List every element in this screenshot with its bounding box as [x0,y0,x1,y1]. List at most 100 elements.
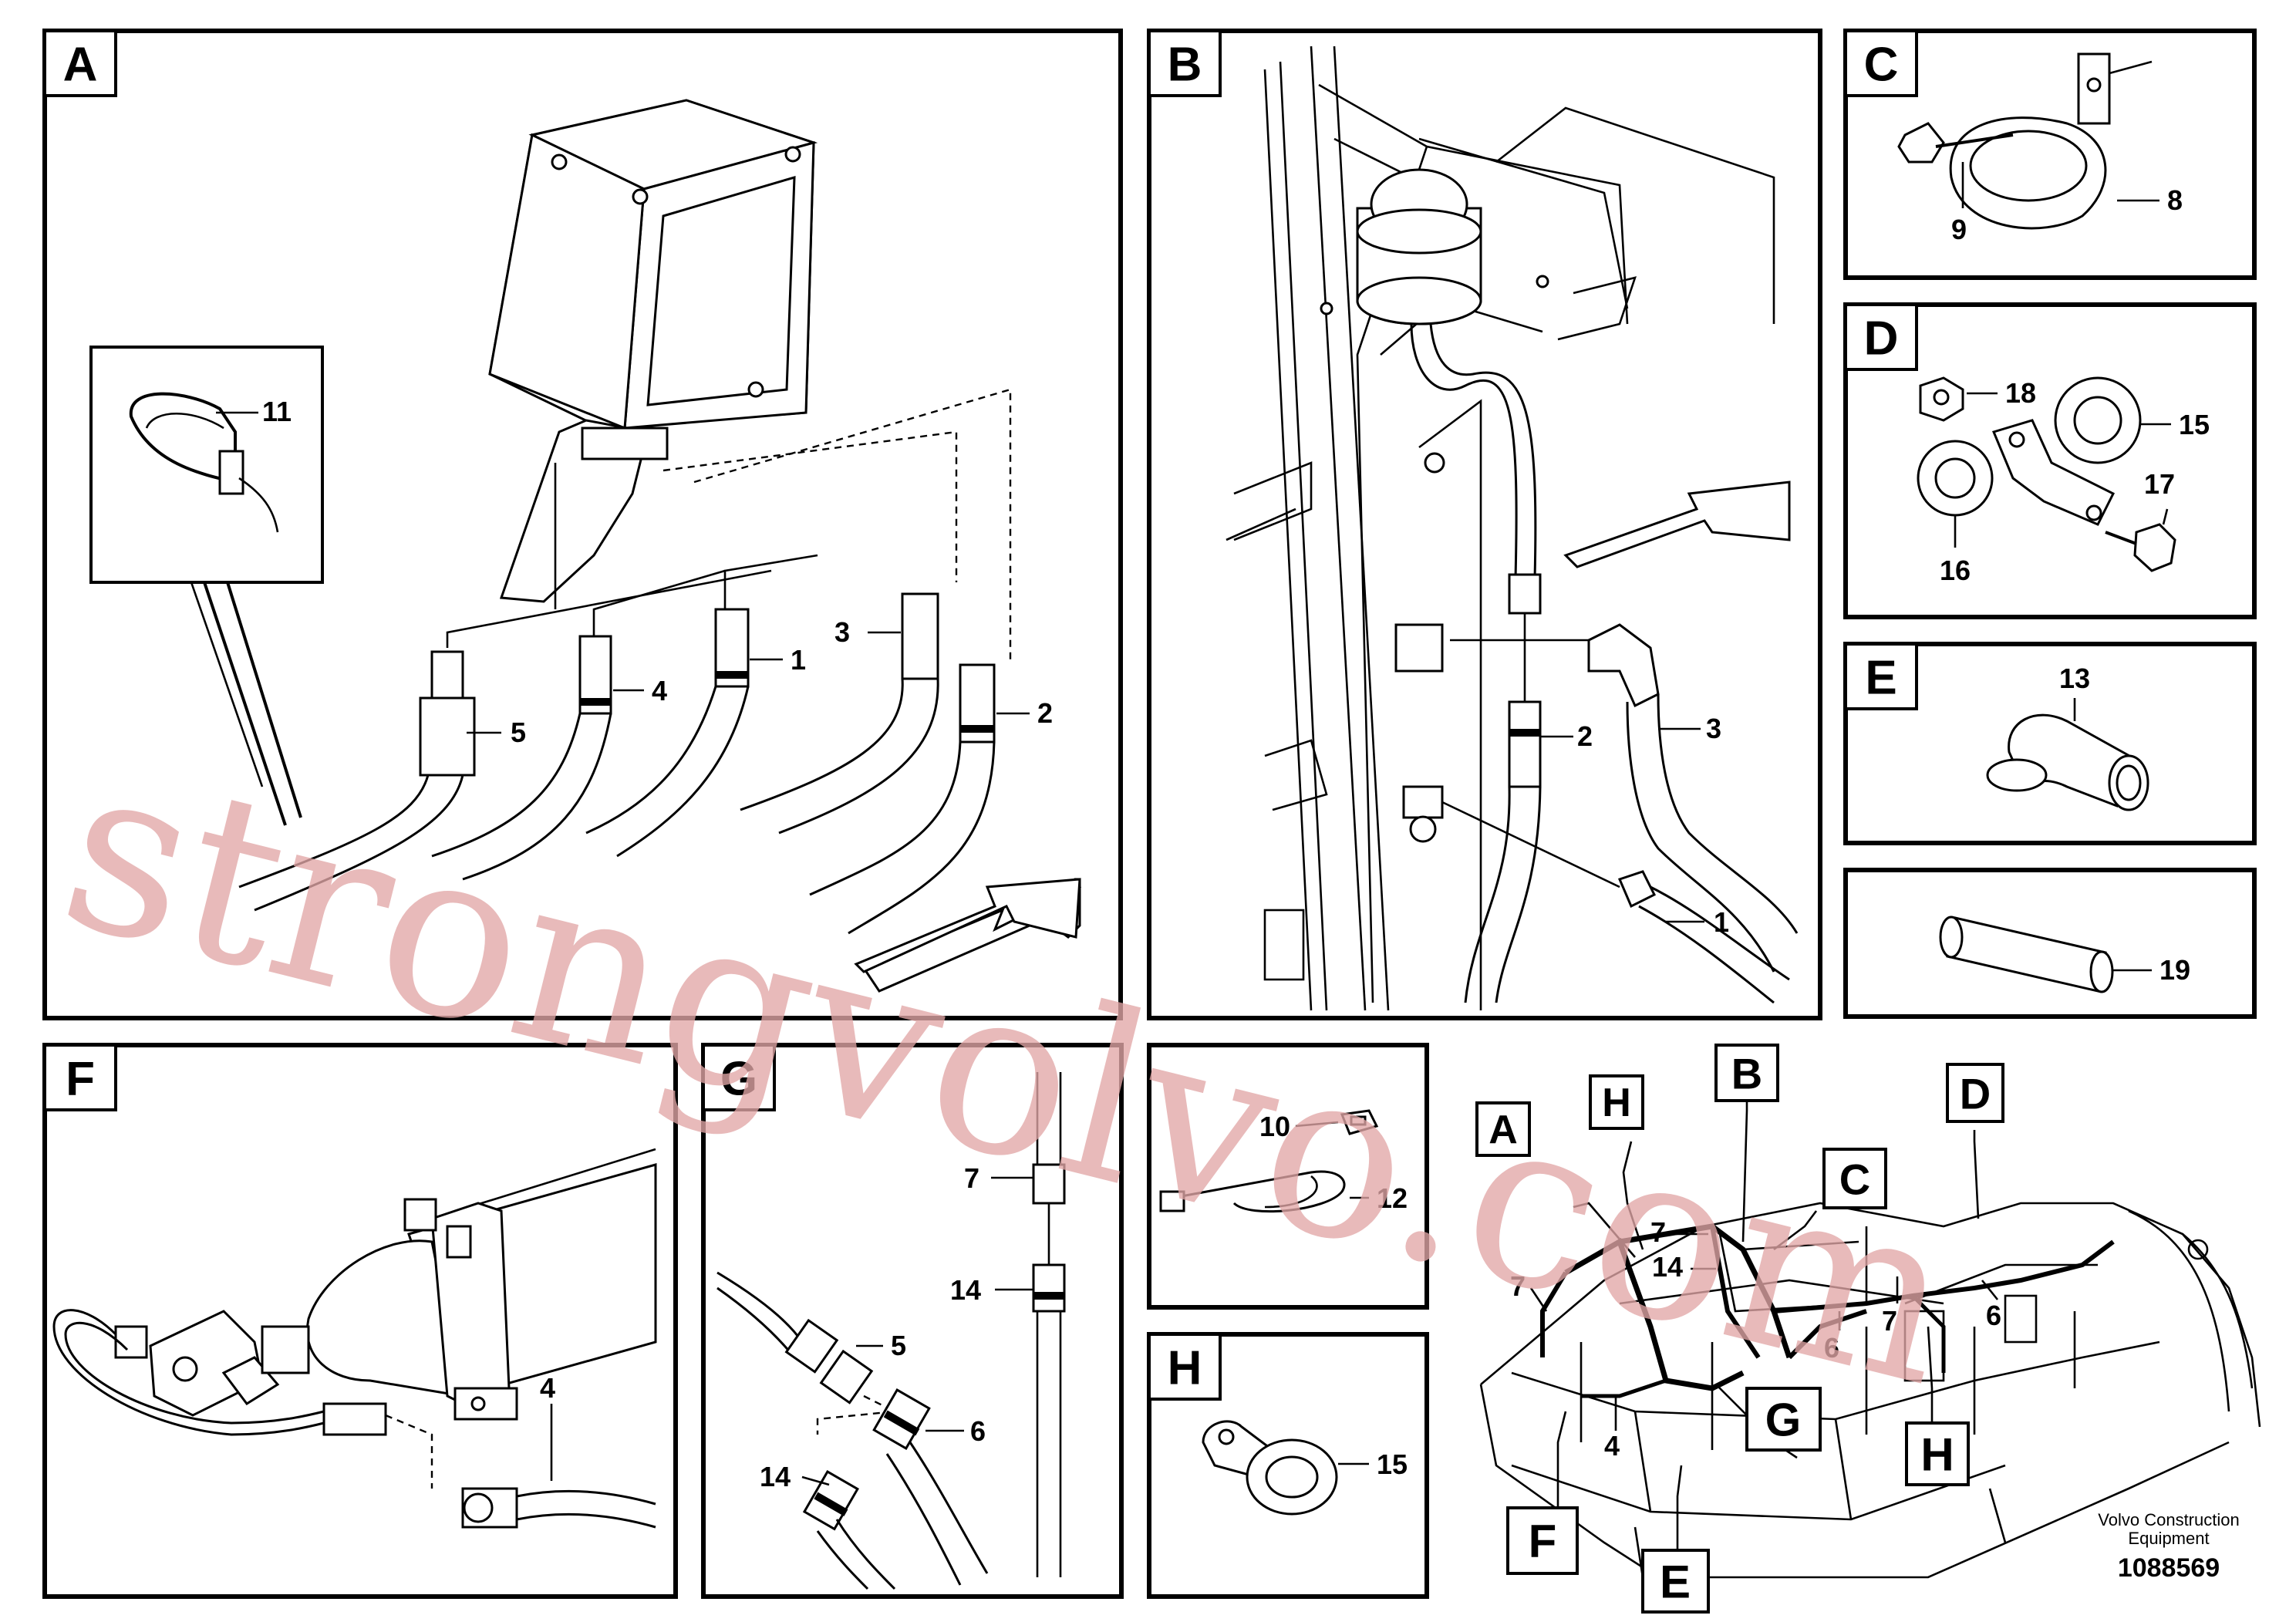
panel-a: A [42,29,1123,1020]
marker-c: C [1822,1148,1887,1209]
marker-f: F [1506,1506,1579,1575]
callout-a-2: 2 [1037,697,1053,729]
clamp-15 [2054,376,2142,464]
callout-d-18: 18 [2005,377,2036,409]
svg-text:D: D [1960,1070,1991,1118]
callout-d-16: 16 [1940,555,1971,586]
callout-ov-7-a: 7 [1650,1216,1666,1248]
marker-d: D [1946,1063,2004,1123]
panel-a-tag [43,29,117,97]
callout-g-7: 7 [964,1162,979,1194]
connector-1 [714,608,750,688]
connector-3 [901,592,939,680]
panel-g: G 7 14 5 6 14 [701,1043,1124,1599]
callout-g-14-bottom: 14 [760,1461,791,1492]
svg-text:F: F [1529,1516,1557,1567]
panel-e-label: E [1865,652,1896,705]
callout-a-11: 11 [262,396,292,427]
nut-18 [1919,376,1964,422]
marker-e: E [1641,1549,1710,1614]
panel-h: H 15 [1147,1332,1429,1599]
panel-b-label: B [1168,39,1202,92]
callout-10: 10 [1259,1111,1290,1142]
credit-line-2: Equipment [2128,1529,2209,1548]
credit-line-1: Volvo Construction [2098,1510,2239,1529]
sleeve-19 [1939,916,2114,993]
callout-c-9: 9 [1951,214,1967,245]
panel-h-tag [1148,1333,1222,1401]
marker-a: A [1475,1101,1531,1157]
callout-f-4: 4 [540,1372,555,1404]
callout-19: 19 [2159,954,2190,986]
tie-mount-10 [1340,1109,1379,1135]
frame-connector [1394,623,1620,889]
callout-d-15: 15 [2179,409,2210,440]
connector-b-1 [1617,870,1790,1004]
panel-sleeve-19: 19 [1843,868,2257,1019]
panel-e-tag [1844,642,1918,710]
control-unit [488,99,818,603]
connector-4 [578,635,612,715]
svg-text:A: A [1489,1108,1518,1152]
callout-ov-4: 4 [1604,1430,1620,1462]
callout-c-8: 8 [2167,184,2183,216]
panel-a-label: A [63,39,98,92]
callout-ov-14: 14 [1652,1251,1683,1283]
callout-ov-6-a: 6 [1824,1332,1839,1364]
panel-h-label: H [1168,1342,1202,1395]
callout-b-2: 2 [1577,720,1593,752]
elbow-cap-13 [1986,713,2149,811]
panel-g-tag [702,1044,776,1111]
callout-b-3: 3 [1706,713,1721,744]
panel-f-tag [43,1044,117,1111]
panel-f-label: F [66,1053,95,1106]
bracket [1991,419,2116,526]
connector-f-4 [461,1487,518,1529]
cable-tie-12 [1159,1170,1346,1213]
panel-d-label: D [1864,312,1899,366]
panel-c: C 9 8 [1843,29,2257,280]
callout-g-5: 5 [891,1330,906,1361]
sensor-fitting [114,1310,310,1417]
callout-d-17: 17 [2144,468,2175,500]
clamp-16 [1917,440,1994,517]
panel-d-tag [1844,303,1918,371]
callout-ov-7-b: 7 [1510,1270,1526,1302]
callout-12: 12 [1377,1182,1408,1214]
callout-h-15: 15 [1377,1448,1408,1480]
callout-g-14-top: 14 [950,1274,981,1306]
marker-g: G [1745,1387,1822,1452]
panel-c-tag [1844,29,1918,97]
panel-e: E 13 [1843,642,2257,845]
elbow-connector-3 [1587,623,1799,973]
svg-text:E: E [1660,1556,1691,1608]
bolt-9 [1897,122,2014,164]
sensor-cap [1356,168,1482,325]
connector-5 [419,650,476,777]
callout-ov-6-b: 6 [1986,1300,2001,1331]
callout-b-1: 1 [1714,906,1729,938]
marker-b: B [1714,1044,1779,1102]
panel-f: F 4 [42,1043,678,1599]
panel-c-label: C [1864,39,1899,92]
panel-ties-10-12: 10 12 [1147,1043,1429,1310]
callout-a-4: 4 [652,675,667,706]
document-number: 1088569 [2118,1553,2220,1583]
bolt-17 [2105,523,2176,572]
svg-text:H: H [1602,1081,1631,1125]
svg-text:C: C [1839,1155,1870,1204]
svg-text:H: H [1920,1429,1954,1481]
panel-d: D 18 15 17 16 [1843,302,2257,619]
hydraulic-accumulator [306,1148,657,1421]
marker-h-top: H [1589,1074,1644,1130]
panel-g-label: G [720,1053,757,1106]
panel-b: B [1147,29,1822,1020]
clamp-8 [1949,52,2111,230]
panel-b-tag [1148,29,1222,97]
callout-a-3: 3 [834,616,850,648]
callout-g-6: 6 [970,1415,986,1447]
clamp-h-15 [1202,1420,1338,1516]
inset-strap-11 [89,346,324,826]
callout-a-5: 5 [511,717,526,748]
